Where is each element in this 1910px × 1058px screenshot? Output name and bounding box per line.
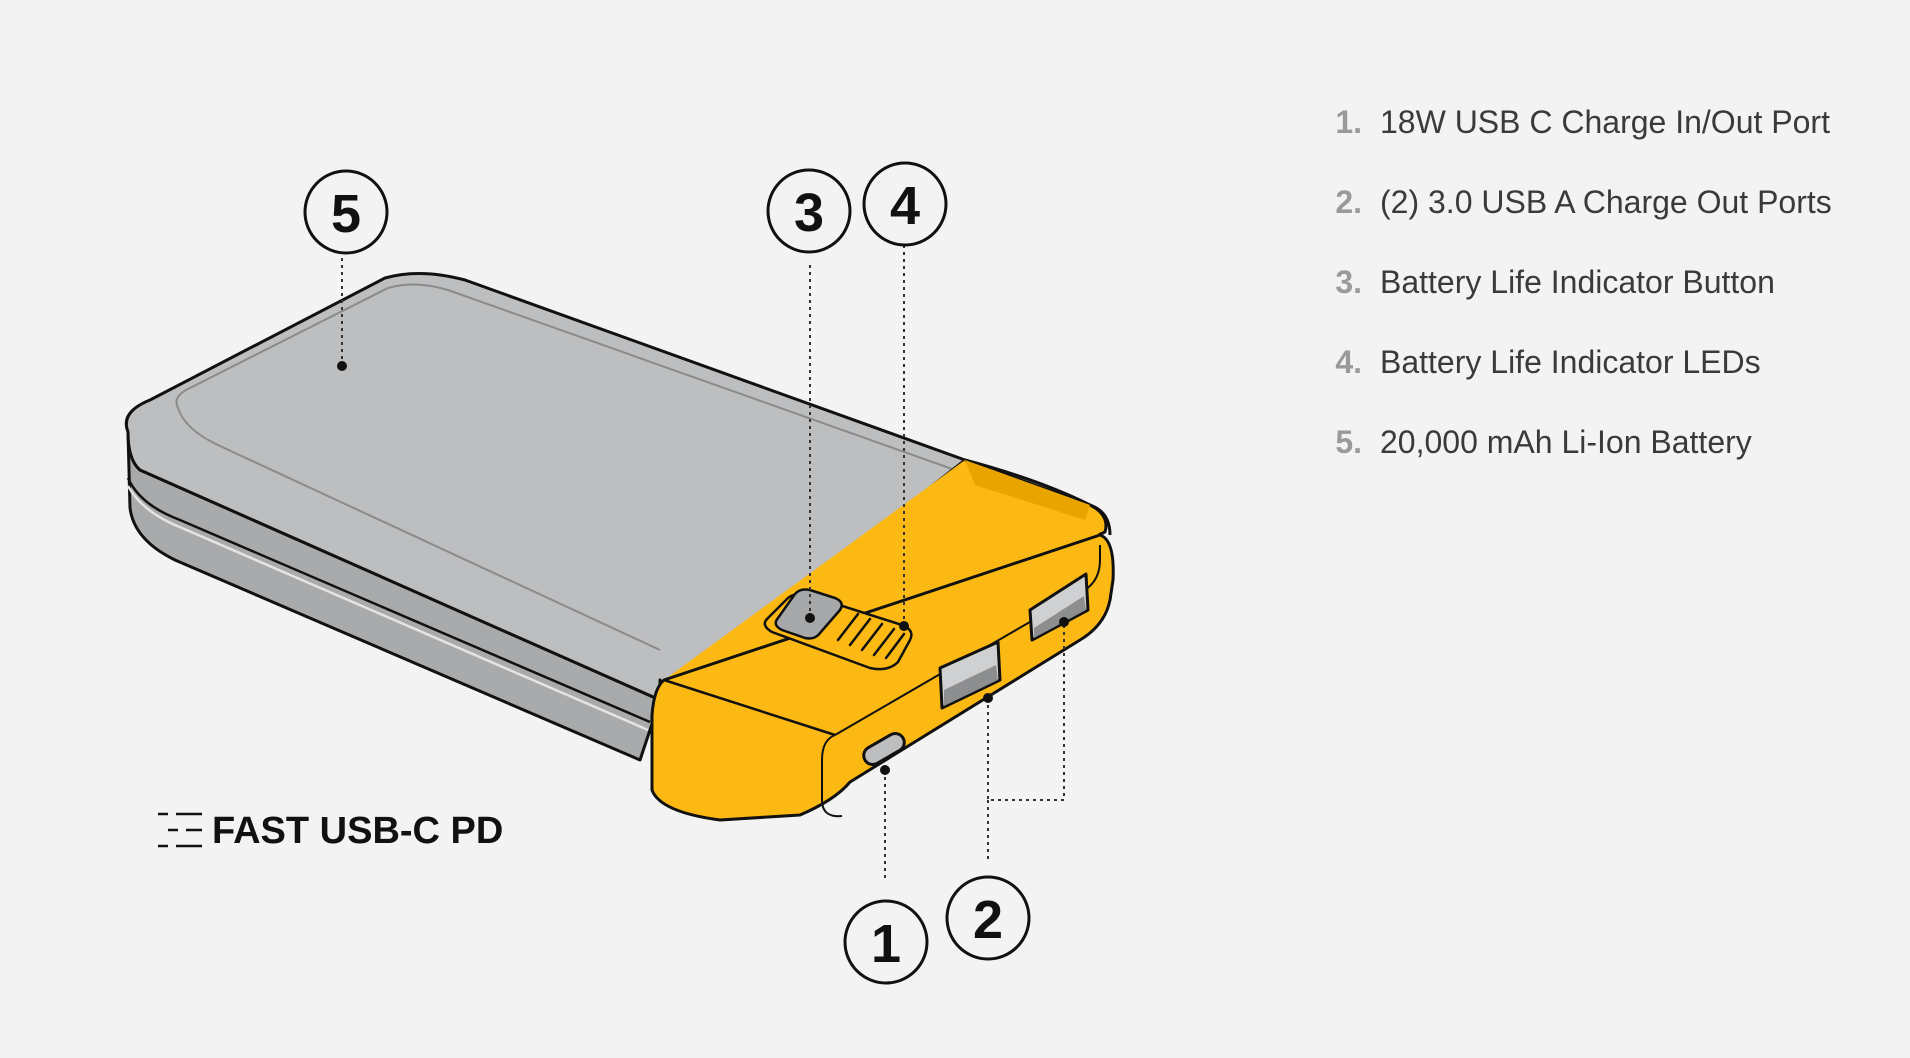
callout-2-number: 2 — [973, 890, 1003, 950]
legend-number: 3. — [1335, 264, 1362, 300]
battery-seam-lower — [126, 485, 649, 732]
legend-label: (2) 3.0 USB A Charge Out Ports — [1380, 184, 1832, 220]
fast-usb-c-badge: FAST USB-C PD — [158, 810, 503, 852]
dot-2b — [1059, 617, 1069, 627]
usb-a-port-1[interactable] — [938, 640, 1002, 710]
usb-a-port-2[interactable] — [1028, 572, 1090, 642]
dot-3 — [805, 613, 815, 623]
badge-text: FAST USB-C PD — [212, 810, 503, 852]
dot-2a — [983, 693, 993, 703]
yellow-end-cap — [650, 458, 1115, 822]
cap-front-face — [650, 533, 1115, 822]
leader-dots — [337, 361, 1069, 775]
callout-2: 2 — [945, 875, 1031, 961]
battery-top-panel-lower — [177, 407, 661, 651]
dot-4 — [899, 621, 909, 631]
cap-top-face-main — [664, 460, 1100, 700]
led-indicators — [836, 612, 906, 660]
cap-top-edge — [964, 458, 1112, 536]
cap-shade-strip — [965, 460, 1090, 520]
led-1 — [836, 612, 860, 642]
feature-legend: 1. 18W USB C Charge In/Out Port 2. (2) 3… — [1310, 104, 1832, 504]
legend-item: 1. 18W USB C Charge In/Out Port — [1310, 104, 1832, 184]
legend-item: 4. Battery Life Indicator LEDs — [1310, 344, 1832, 424]
legend-item: 3. Battery Life Indicator Button — [1310, 264, 1832, 344]
dot-5 — [337, 361, 347, 371]
ports — [860, 572, 1090, 768]
legend-number: 2. — [1335, 184, 1362, 220]
cap-divider — [663, 678, 836, 737]
callout-5-number: 5 — [331, 184, 361, 244]
legend-item: 5. 20,000 mAh Li-Ion Battery — [1310, 424, 1832, 504]
legend-number: 1. — [1335, 104, 1362, 140]
legend-item: 2. (2) 3.0 USB A Charge Out Ports — [1310, 184, 1832, 264]
callout-4-number: 4 — [890, 176, 920, 236]
battery-top-panel — [175, 283, 956, 471]
led-4 — [872, 627, 896, 657]
callout-3-number: 3 — [794, 183, 824, 243]
cap-front-inner — [821, 734, 843, 818]
indicator-panel — [763, 588, 913, 671]
led-2 — [848, 617, 872, 647]
leader-lines — [341, 246, 1065, 880]
dot-1 — [880, 765, 890, 775]
usb-c-port[interactable] — [860, 730, 907, 768]
legend-number: 5. — [1335, 424, 1362, 460]
callout-1: 1 — [843, 899, 929, 985]
callout-3: 3 — [766, 168, 852, 254]
callout-5: 5 — [303, 169, 389, 255]
legend-label: Battery Life Indicator LEDs — [1380, 344, 1761, 380]
speed-lines-icon — [158, 812, 202, 848]
legend-label: Battery Life Indicator Button — [1380, 264, 1775, 300]
callout-1-number: 1 — [871, 914, 901, 974]
led-3 — [860, 622, 884, 652]
legend-label: 18W USB C Charge In/Out Port — [1380, 104, 1830, 140]
battery-seam-upper — [126, 477, 651, 724]
led-5 — [884, 632, 906, 660]
legend-label: 20,000 mAh Li-Ion Battery — [1380, 424, 1752, 460]
legend-number: 4. — [1335, 344, 1362, 380]
callout-4: 4 — [862, 161, 948, 247]
leader-2 — [987, 622, 1065, 801]
